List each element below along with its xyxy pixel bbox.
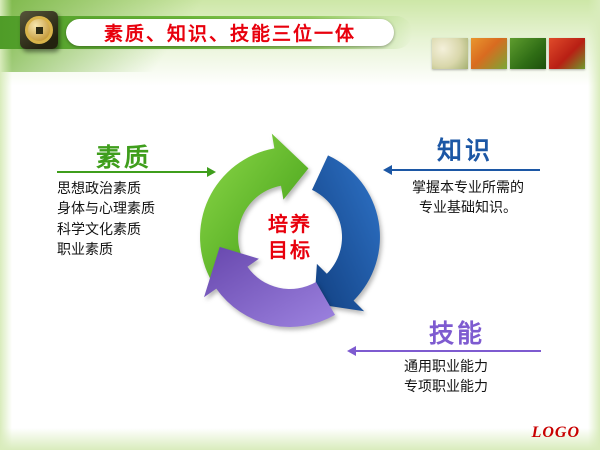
quality-detail-item: 身体与心理素质 [57, 200, 155, 217]
knowledge-connector-line [383, 165, 540, 175]
logo-text: LOGO [531, 424, 580, 441]
coin-hole-icon [35, 26, 43, 34]
center-label-line1: 培养 [268, 214, 312, 236]
quality-connector-line [57, 167, 216, 177]
thumbnail-peppers-photo [471, 38, 507, 69]
skill-arrowhead-icon [347, 346, 356, 356]
quality-detail-item: 科学文化素质 [57, 220, 141, 237]
thumbnail-tomato-photo [549, 38, 585, 69]
knowledge-arrowhead-icon [383, 165, 392, 175]
quality-detail-item: 职业素质 [57, 240, 113, 257]
background-right-gradient [588, 0, 600, 450]
thumbnail-cucumber-photo [510, 38, 546, 69]
cycle-diagram [200, 133, 380, 327]
diagram-center-label: 培养 目标 [250, 212, 330, 264]
quality-detail-item: 思想政治素质 [57, 180, 141, 196]
skill-connector-line [347, 346, 541, 356]
thumbnail-sprouts-photo [432, 38, 468, 69]
skill-details-list: 通用职业能力 专项职业能力 [366, 356, 526, 397]
seal-icon [20, 11, 58, 49]
quality-details-list: 思想政治素质 身体与心理素质 科学文化素质 职业素质 [57, 178, 155, 259]
knowledge-detail-item: 专业基础知识。 [419, 199, 517, 216]
knowledge-details-list: 掌握本专业所需的 专业基础知识。 [390, 177, 546, 218]
background-bottom-gradient [0, 428, 600, 450]
background-left-gradient [0, 0, 12, 450]
quality-arrowhead-icon [207, 167, 216, 177]
skill-detail-item: 专项职业能力 [404, 378, 488, 395]
knowledge-node-label: 知识 [437, 137, 494, 165]
thumbnail-strip [432, 38, 585, 69]
purple-skill-arrow [204, 246, 335, 327]
knowledge-detail-item: 掌握本专业所需的 [412, 179, 524, 195]
slide-title: 素质、知识、技能三位一体 [103, 24, 356, 45]
skill-detail-item: 通用职业能力 [404, 358, 488, 374]
blue-knowledge-arrow [312, 155, 380, 312]
green-quality-arrow [200, 133, 309, 282]
skill-node-label: 技能 [429, 320, 486, 348]
center-label-line2: 目标 [268, 240, 312, 262]
title-banner: 素质、知识、技能三位一体 [66, 19, 394, 46]
quality-node-label: 素质 [96, 144, 153, 172]
coin-icon [25, 16, 53, 44]
